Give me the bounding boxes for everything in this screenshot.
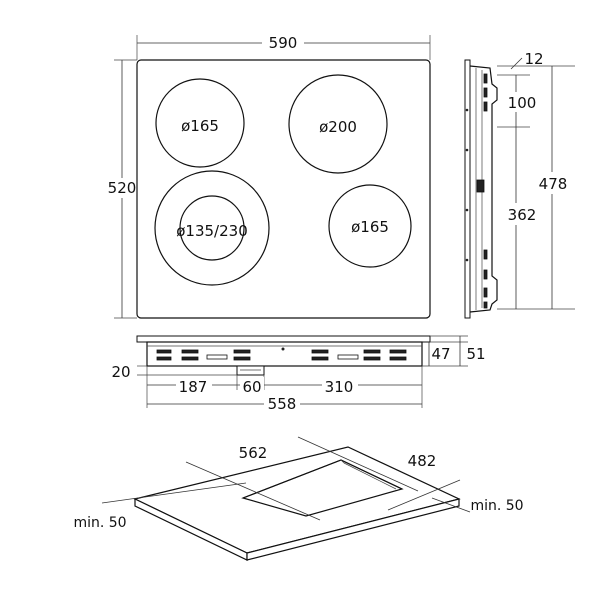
- min-left-label: min. 50: [73, 515, 126, 531]
- front-vent: [311, 349, 329, 354]
- front-view: 47 51 20 187 60 310 558: [111, 335, 486, 413]
- side-connector: [476, 179, 485, 193]
- width-label: 590: [269, 34, 298, 52]
- center-width-label-bg: [240, 377, 264, 395]
- side-mark: [465, 208, 469, 212]
- side-mark: [465, 258, 469, 262]
- cut-width-label: 562: [239, 444, 268, 462]
- height-label-bg: [104, 178, 140, 198]
- connection-box: [236, 365, 265, 376]
- cutout-view: 562 482 min. 50 min. 50: [73, 436, 524, 561]
- zone-dual-outer: [154, 170, 270, 286]
- left-offset-label-bg: [176, 377, 212, 395]
- min-right-leader: [387, 479, 461, 511]
- front-vent: [389, 356, 407, 361]
- side-mark: [465, 148, 469, 152]
- front-vent: [206, 354, 228, 360]
- min-left-leader: [101, 482, 247, 504]
- cut-width-leader: [185, 461, 321, 521]
- side-vent-slot: [483, 87, 488, 98]
- cutout-back-edge: [242, 459, 342, 499]
- offset-label: 12: [524, 50, 543, 68]
- front-vent: [181, 349, 199, 354]
- cut-depth-label: 482: [408, 452, 437, 470]
- side-glass-edge: [464, 59, 471, 319]
- front-vent: [233, 349, 251, 354]
- front-vent: [181, 356, 199, 361]
- zone-dual-label: ø135/230: [176, 222, 248, 240]
- cutout-depth-line-2: [343, 462, 397, 490]
- lower-segment-label-bg: [502, 203, 542, 225]
- side-vent-slot: [483, 287, 488, 298]
- countertop-side-edge: [246, 498, 460, 561]
- total-height-label: 478: [539, 175, 568, 193]
- min-right-pointer: [431, 497, 471, 513]
- leg-height-label: 20: [111, 363, 130, 381]
- right-offset-label-bg: [322, 377, 358, 395]
- upper-segment-label: 100: [508, 94, 537, 112]
- width-label-bg: [262, 33, 304, 53]
- side-body-outline: [469, 65, 498, 313]
- inner-height-label: 47: [431, 345, 450, 363]
- front-vent: [233, 356, 251, 361]
- front-body: [146, 341, 423, 367]
- front-vent: [156, 356, 172, 361]
- front-vent: [389, 349, 407, 354]
- cut-depth-leader: [297, 436, 419, 492]
- glass-plate: [136, 59, 431, 319]
- side-vent-slot: [483, 101, 488, 112]
- side-vent-slot: [483, 301, 488, 309]
- zone-front-left: [155, 78, 245, 168]
- zone-rear-right-label: ø200: [319, 118, 357, 136]
- front-screw: [281, 347, 285, 351]
- lower-segment-label: 362: [508, 206, 537, 224]
- cutout-depth-line: [340, 459, 345, 464]
- zone-front-right-label: ø165: [351, 218, 389, 236]
- zone-front-left-label: ø165: [181, 117, 219, 135]
- total-width-label-bg: [264, 394, 300, 412]
- left-offset-label: 187: [179, 378, 208, 396]
- outer-height-label: 51: [466, 345, 485, 363]
- right-offset-label: 310: [325, 378, 354, 396]
- side-vent-slot: [483, 249, 488, 260]
- front-vent: [363, 356, 381, 361]
- front-glass: [136, 335, 431, 343]
- offset-leader: [510, 57, 523, 70]
- front-vent: [156, 349, 172, 354]
- front-vent: [311, 356, 329, 361]
- zone-front-right: [328, 184, 412, 268]
- upper-segment-label-bg: [504, 92, 540, 112]
- zone-rear-right: [288, 74, 388, 174]
- side-view: 12 100 362 478: [464, 50, 575, 319]
- front-vent: [363, 349, 381, 354]
- zone-dual-inner: [179, 195, 245, 261]
- side-vent-slot: [483, 73, 488, 84]
- side-mark: [465, 108, 469, 112]
- total-width-label: 558: [268, 395, 297, 413]
- cutout-right-edge: [340, 459, 403, 490]
- min-right-label: min. 50: [470, 498, 523, 514]
- front-vent: [337, 354, 359, 360]
- total-height-label-bg: [534, 172, 574, 194]
- height-label: 520: [108, 179, 137, 197]
- top-view: 590 520 ø165 ø200 ø135/230 ø165: [104, 33, 431, 319]
- side-vent-slot: [483, 269, 488, 280]
- center-width-label: 60: [242, 378, 261, 396]
